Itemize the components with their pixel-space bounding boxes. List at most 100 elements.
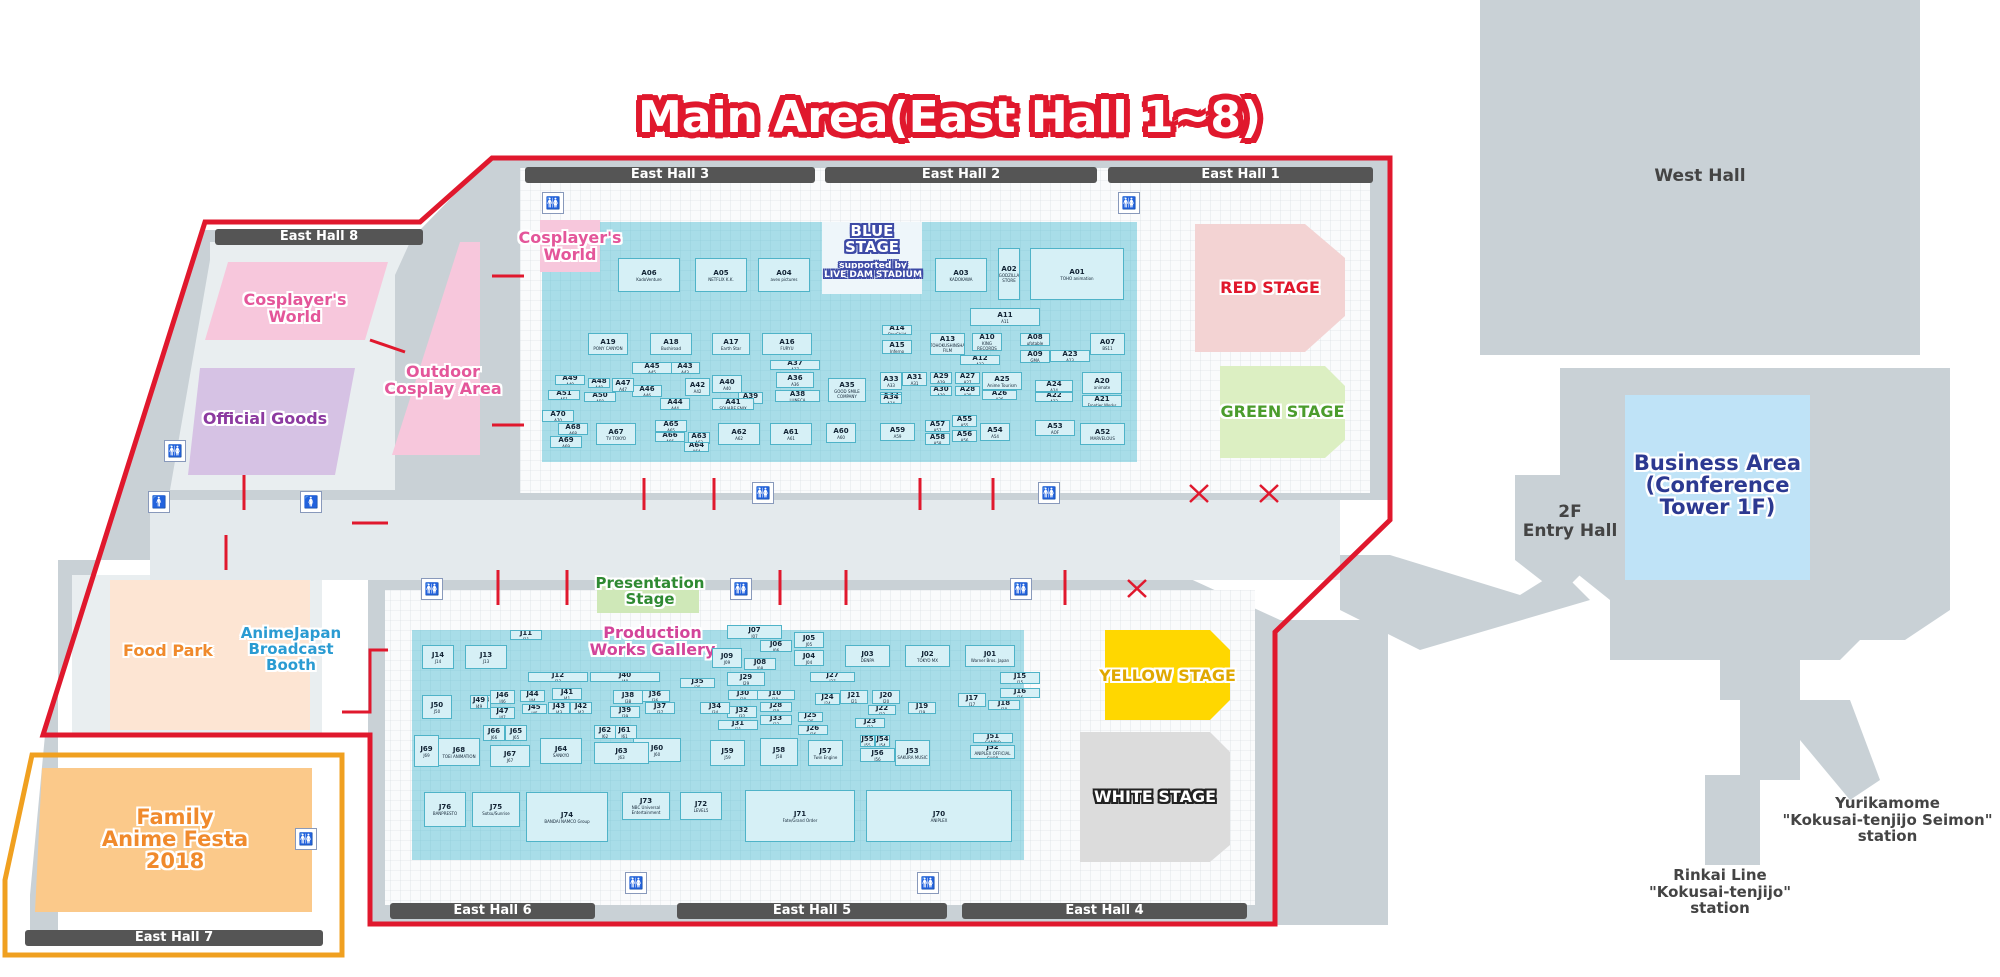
booth-code: A65 xyxy=(663,420,679,428)
booth-code: J64 xyxy=(554,744,568,753)
booth-code: J02 xyxy=(921,649,934,658)
cosplay-world-left-label: Cosplayer's World xyxy=(243,290,347,326)
booth-exhibitor: J49 xyxy=(475,703,483,709)
booth-exhibitor: A68 xyxy=(569,430,577,435)
family-floor xyxy=(35,768,312,912)
main-area-border xyxy=(39,155,1393,927)
booth-code: A53 xyxy=(1047,421,1063,430)
booth-code: A03 xyxy=(953,268,969,277)
booth-exhibitor: J33 xyxy=(772,721,780,725)
booth-exhibitor: FURYU xyxy=(780,345,794,351)
booth-exhibitor: J21 xyxy=(850,698,858,704)
booth-exhibitor: A42 xyxy=(693,388,702,394)
booth-exhibitor: J26 xyxy=(809,731,817,735)
outdoor-cosplay-zone xyxy=(392,242,480,455)
booth-code: A70 xyxy=(550,410,566,418)
booth-code: J56 xyxy=(871,748,884,757)
booth-code: A07 xyxy=(1099,337,1116,346)
booth-code: A55 xyxy=(956,415,973,423)
booth-code: A02 xyxy=(1001,265,1017,273)
page-title: Main Area(East Hall 1~8) xyxy=(638,92,1262,143)
booth-code: J44 xyxy=(526,690,539,698)
booth-exhibitor: SAKURA MUSIC xyxy=(897,754,928,760)
booth-exhibitor: J45 xyxy=(531,710,538,714)
hall-bar-east-7: East Hall 7 xyxy=(25,930,323,946)
booth-code: J71 xyxy=(793,809,807,818)
booth-code: A37 xyxy=(787,360,803,367)
booth-code: J47 xyxy=(496,707,509,715)
booth-code: J25 xyxy=(804,712,817,719)
booth-exhibitor: J44 xyxy=(529,697,536,702)
hall-bar-east-2: East Hall 2 xyxy=(825,167,1097,183)
booth-code: A20 xyxy=(1094,376,1110,385)
booth-exhibitor: J38 xyxy=(624,698,632,704)
booth-exhibitor: J08 xyxy=(756,665,764,670)
booth-exhibitor: J39 xyxy=(621,713,629,718)
booth-code: A16 xyxy=(779,337,795,346)
booth-code: A30 xyxy=(933,386,949,393)
booth-code: A58 xyxy=(929,433,946,441)
white-stage-zone xyxy=(1080,732,1230,862)
booth-exhibitor: Sotsu/Sunrise xyxy=(482,811,510,816)
booth-exhibitor: J66 xyxy=(490,734,498,740)
booth-exhibitor: A56 xyxy=(960,437,969,442)
booth-code: A08 xyxy=(1027,333,1043,341)
booth-exhibitor: J69 xyxy=(423,752,430,758)
booth-code: A09 xyxy=(1027,350,1043,358)
booth-code: J06 xyxy=(769,640,783,648)
booth-code: A52 xyxy=(1094,427,1111,436)
booth-code: A31 xyxy=(906,372,923,381)
booth-code: A21 xyxy=(1094,395,1110,403)
booth-exhibitor: GOOD SMILE COMPANY xyxy=(834,389,860,399)
broadcast-booth-label: AnimeJapan Broadcast Booth xyxy=(240,624,342,674)
booth-exhibitor: BS11 xyxy=(1102,345,1113,351)
booth-code: A39 xyxy=(742,392,759,400)
booth-code: A11 xyxy=(997,310,1013,319)
booth-exhibitor: Warner Bros. Japan xyxy=(970,657,1010,663)
booth-exhibitor: J40 xyxy=(621,678,629,682)
booth-code: A26 xyxy=(991,390,1008,397)
booth-exhibitor: SANRIO xyxy=(985,739,1001,743)
booth-code: A50 xyxy=(592,392,608,399)
booth-code: A44 xyxy=(667,398,683,406)
presentation-stage-label: Presentation Stage xyxy=(595,574,705,608)
booth-code: J75 xyxy=(489,803,503,811)
production-gallery-label: Production Works Gallery xyxy=(589,623,716,659)
booth-code: J53 xyxy=(906,746,919,755)
restroom-icon: 🚻 xyxy=(730,578,752,600)
booth-code: A23 xyxy=(1062,350,1078,358)
booth-exhibitor: J22 xyxy=(878,711,886,715)
booth-exhibitor: J47 xyxy=(499,714,506,719)
food-park-zone xyxy=(110,580,310,730)
booth-code: J33 xyxy=(769,715,783,722)
